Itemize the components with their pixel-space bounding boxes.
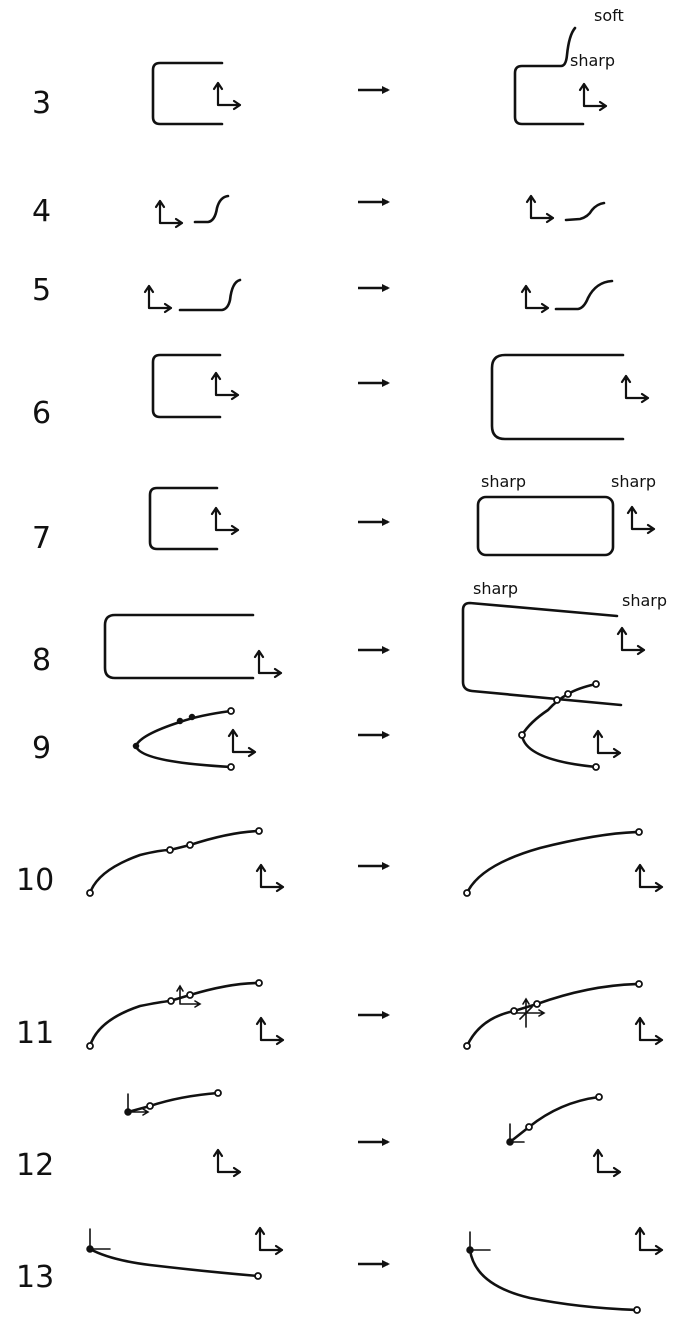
row-number-10: 10	[16, 863, 54, 898]
row11-before-local-frame-icon	[176, 984, 202, 1008]
row11-after-point	[635, 980, 643, 988]
row3-before-open-rounded-rect	[151, 61, 224, 126]
row-number-4: 4	[32, 194, 51, 229]
row12-after-curve	[508, 1095, 601, 1144]
row4-before-curve	[193, 194, 230, 224]
row11-after-point	[533, 1000, 541, 1008]
row-number-6: 6	[32, 396, 51, 431]
row3-label-soft: soft	[594, 6, 624, 25]
row11-after-point	[463, 1042, 471, 1050]
row9-before-point	[227, 707, 235, 715]
row9-after-point	[553, 696, 561, 704]
row9-before-point	[188, 713, 196, 721]
row10-before-point	[255, 827, 263, 835]
row-number-7: 7	[32, 521, 51, 556]
row8-after-axis-icon	[616, 626, 646, 656]
row3-after-shape	[513, 26, 585, 126]
row-number-9: 9	[32, 731, 51, 766]
row11-before-axis-icon	[255, 1016, 285, 1046]
row8-label-sharp-right: sharp	[622, 591, 667, 610]
row9-before-axis-icon	[227, 728, 257, 758]
row10-before-point	[186, 841, 194, 849]
row-number-11: 11	[16, 1016, 54, 1051]
row12-after-axis-icon	[592, 1148, 622, 1178]
row12-before-local-frame-icon	[127, 1093, 150, 1116]
row9-before-point	[176, 717, 184, 725]
row3-after-axis-icon	[578, 82, 608, 112]
row11-before-curve	[88, 981, 261, 1048]
row7-label-sharp-right: sharp	[611, 472, 656, 491]
row6-before-axis-icon	[210, 371, 240, 401]
row11-before-point	[186, 991, 194, 999]
row7-before-axis-icon	[210, 506, 240, 536]
row10-before-curve	[88, 829, 261, 895]
row12-before-point	[146, 1102, 154, 1110]
row11-before-point	[255, 979, 263, 987]
row-number-13: 13	[16, 1260, 54, 1295]
row5-before-curve	[178, 278, 242, 312]
row4-before-axis-icon	[154, 199, 184, 229]
row6-before-open-rounded-rect	[151, 353, 222, 419]
row5-before-axis-icon	[143, 284, 173, 314]
row8-before-open-rounded-rect	[103, 613, 255, 680]
row13-after-local-frame-icon	[469, 1231, 491, 1251]
row13-after-point	[633, 1306, 641, 1314]
row9-after-point	[564, 690, 572, 698]
row13-before-curve	[88, 1247, 260, 1278]
row10-before-point	[86, 889, 94, 897]
row-number-3: 3	[32, 86, 51, 121]
row7-after-axis-icon	[626, 505, 656, 535]
row12-before-curve	[126, 1091, 220, 1114]
row13-before-local-frame-icon	[89, 1228, 111, 1250]
row9-after-axis-icon	[592, 729, 622, 759]
row3-before-axis-icon	[212, 81, 242, 111]
row10-after-curve	[465, 830, 641, 895]
row13-after-axis-icon	[634, 1226, 664, 1256]
row9-after-curve	[520, 682, 598, 769]
row10-after-point	[635, 828, 643, 836]
row7-after-closed-rounded-rect	[476, 495, 615, 557]
row12-before-point	[214, 1089, 222, 1097]
row11-after-axis-icon	[634, 1016, 664, 1046]
row7-label-sharp-left: sharp	[481, 472, 526, 491]
row9-before-point	[227, 763, 235, 771]
row9-before-point	[132, 742, 140, 750]
row11-after-curve	[465, 982, 641, 1048]
row10-after-point	[463, 889, 471, 897]
row8-before-axis-icon	[253, 649, 283, 679]
row6-after-axis-icon	[620, 374, 650, 404]
row8-label-sharp-left: sharp	[473, 579, 518, 598]
row8-after-slanted-open-shape	[461, 601, 623, 707]
row-number-8: 8	[32, 643, 51, 678]
row11-before-point	[167, 997, 175, 1005]
row13-before-point	[254, 1272, 262, 1280]
row11-after-local-frame-icon	[515, 997, 546, 1028]
row12-before-axis-icon	[212, 1148, 242, 1178]
row-number-5: 5	[32, 273, 51, 308]
row4-after-curve	[564, 201, 606, 222]
row12-after-point	[525, 1123, 533, 1131]
row5-after-axis-icon	[520, 284, 550, 314]
row-number-12: 12	[16, 1148, 54, 1183]
row12-after-point	[595, 1093, 603, 1101]
row11-before-point	[86, 1042, 94, 1050]
row12-after-local-frame-icon	[509, 1123, 525, 1143]
row3-label-sharp: sharp	[570, 51, 615, 70]
row13-before-axis-icon	[254, 1226, 284, 1256]
row9-after-point	[518, 731, 526, 739]
row6-after-open-rounded-rect	[490, 353, 625, 441]
row7-before-open-rounded-rect	[148, 486, 219, 551]
row9-after-point	[592, 680, 600, 688]
row10-before-point	[166, 846, 174, 854]
row10-before-axis-icon	[255, 863, 285, 893]
row4-after-axis-icon	[525, 194, 555, 224]
row9-before-curve	[134, 709, 233, 769]
row10-after-axis-icon	[634, 863, 664, 893]
row9-after-point	[592, 763, 600, 771]
row13-after-curve	[468, 1248, 639, 1312]
row5-after-curve	[554, 279, 614, 311]
